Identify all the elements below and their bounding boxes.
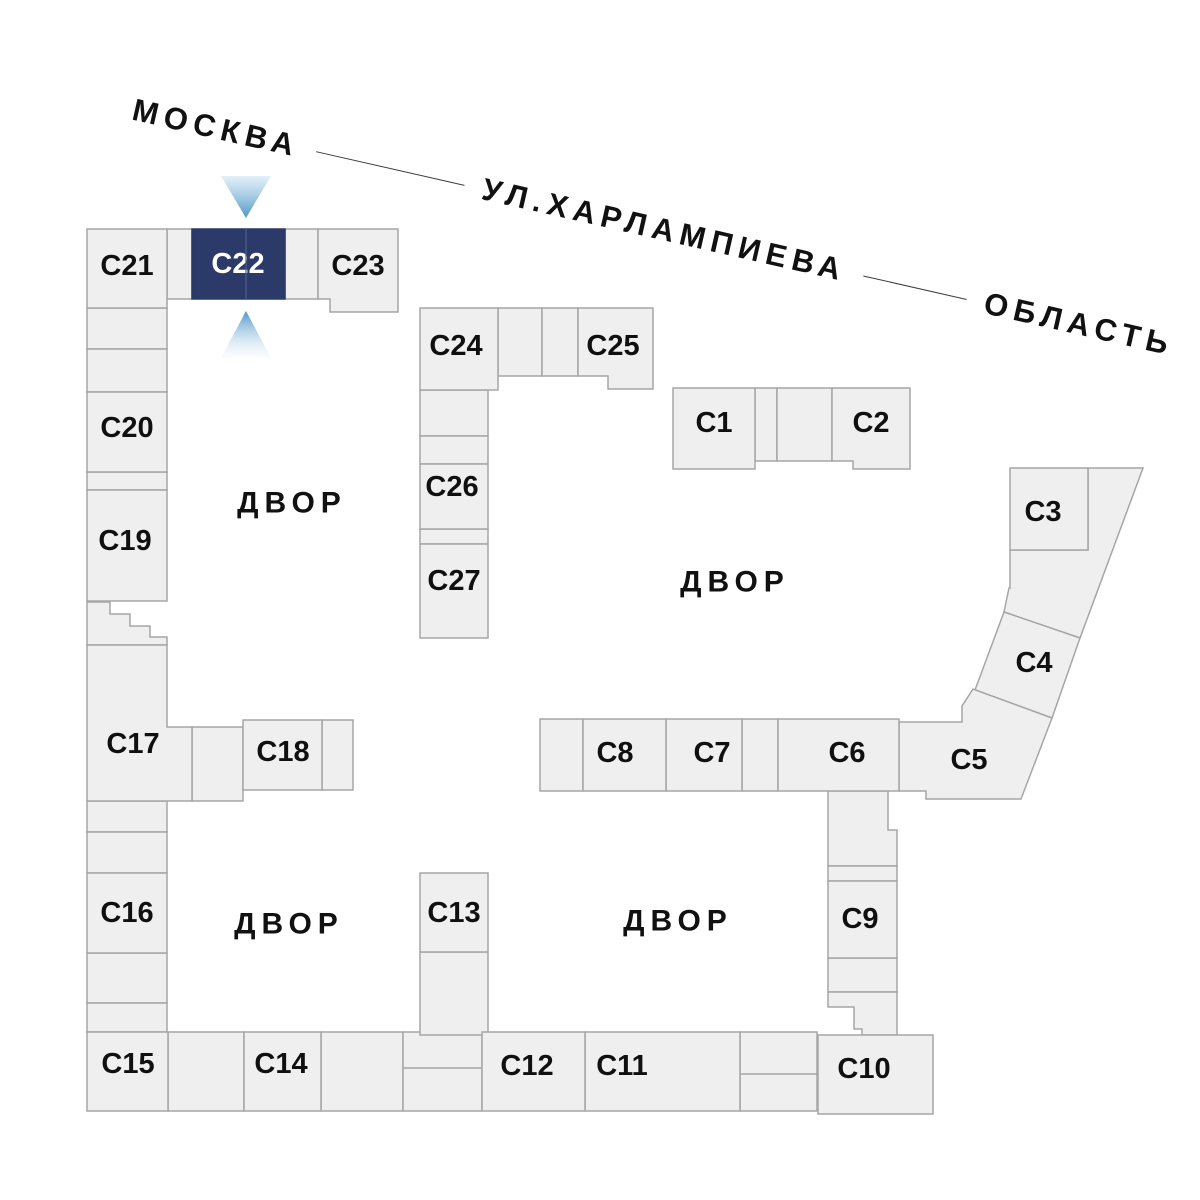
building-cell	[827, 957, 898, 993]
building-cell	[776, 387, 833, 462]
building-cell	[827, 865, 898, 882]
section-c26[interactable]	[419, 463, 489, 530]
building-cell	[419, 951, 489, 1036]
section-c25[interactable]	[577, 307, 654, 390]
building-cell	[419, 435, 489, 465]
building-cell	[86, 1002, 168, 1033]
section-c14[interactable]	[243, 1031, 322, 1112]
section-c21[interactable]	[86, 228, 168, 309]
section-c19[interactable]	[86, 489, 168, 602]
street-line-right	[863, 275, 968, 300]
building-cell	[539, 718, 584, 792]
section-c8[interactable]	[582, 718, 667, 792]
building-cell	[419, 389, 489, 437]
section-c5[interactable]	[898, 688, 1053, 800]
section-c1[interactable]	[672, 387, 756, 470]
building-cell	[402, 1031, 483, 1112]
building-cell	[86, 307, 168, 350]
building-cell	[166, 228, 193, 300]
section-c27[interactable]	[419, 543, 489, 639]
courtyard-label: ДВОР	[237, 487, 347, 520]
section-c24[interactable]	[419, 307, 499, 391]
building-cell	[167, 1031, 245, 1112]
building-cell	[284, 228, 319, 300]
building-cell	[191, 726, 244, 802]
section-c3[interactable]	[1009, 467, 1089, 551]
section-c15[interactable]	[86, 1031, 169, 1112]
building-cell	[86, 471, 168, 491]
section-c10[interactable]	[817, 1034, 934, 1115]
section-c13[interactable]	[419, 872, 489, 953]
section-c7[interactable]	[665, 718, 743, 792]
building-cell	[741, 718, 779, 792]
section-c11[interactable]	[584, 1031, 741, 1112]
building-cell	[827, 991, 898, 1036]
section-c9[interactable]	[827, 880, 898, 959]
section-c2[interactable]	[831, 387, 911, 470]
building-cell	[86, 952, 168, 1004]
building-cell	[541, 307, 579, 377]
section-c6[interactable]	[777, 718, 900, 792]
building-cell	[321, 719, 354, 791]
section-c17[interactable]	[86, 644, 193, 802]
courtyard-label: ДВОР	[234, 908, 344, 941]
building-cell	[419, 528, 489, 545]
building-cell	[754, 387, 778, 462]
building-cell	[86, 601, 168, 646]
building-cell	[86, 348, 168, 393]
building-cell	[739, 1031, 818, 1112]
courtyard-label: ДВОР	[680, 566, 790, 599]
courtyard-label: ДВОР	[623, 905, 733, 938]
section-c23[interactable]	[317, 228, 399, 313]
section-c12[interactable]	[481, 1031, 586, 1112]
building-cell	[827, 790, 898, 867]
section-c20[interactable]	[86, 391, 168, 473]
building-cell	[86, 831, 168, 874]
building-cell	[497, 307, 543, 377]
section-c16[interactable]	[86, 872, 168, 954]
building-cell	[320, 1031, 404, 1112]
section-c18[interactable]	[242, 719, 323, 791]
selected-section-arrow-down	[221, 176, 271, 218]
building-cell	[86, 800, 168, 833]
selected-section-arrow-up	[221, 311, 271, 358]
section-c22[interactable]	[191, 228, 286, 300]
